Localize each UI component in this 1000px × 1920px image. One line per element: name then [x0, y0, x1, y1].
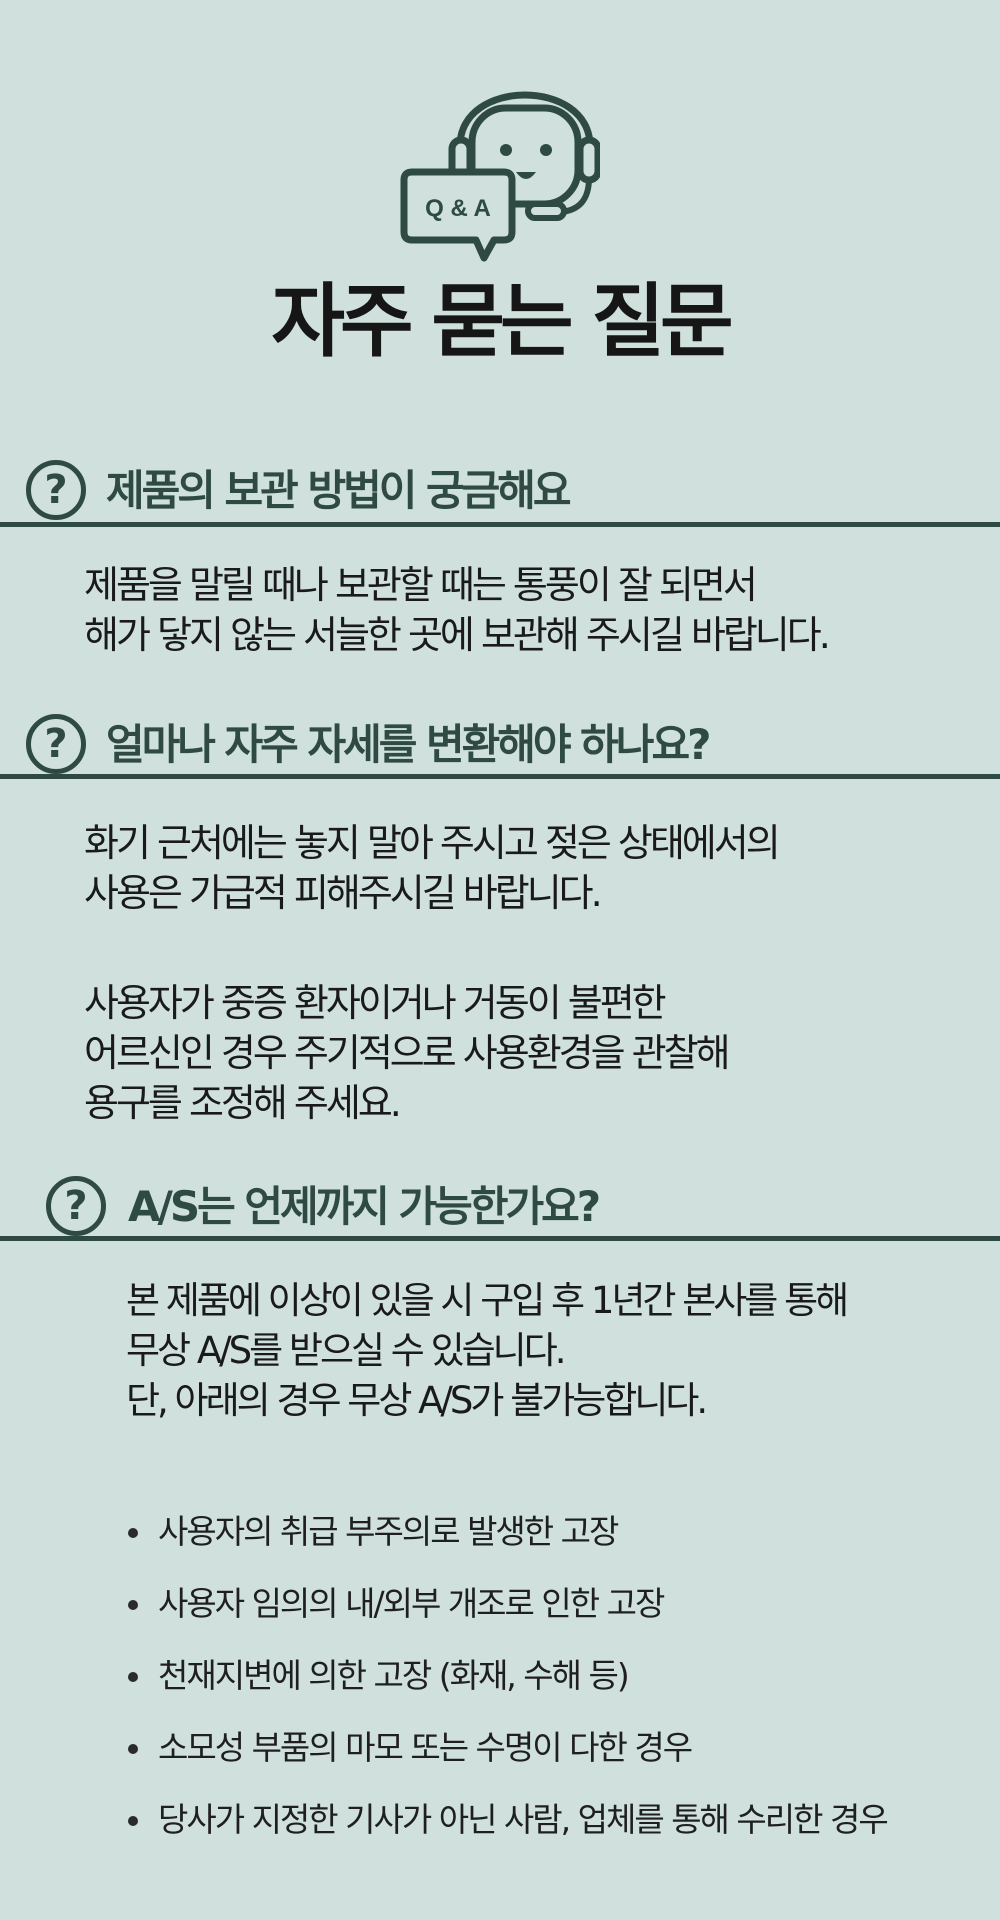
answer-line: 본 제품에 이상이 있을 시 구입 후 1년간 본사를 통해 — [126, 1279, 849, 1322]
question-mark-icon: ? — [46, 1176, 106, 1236]
bullet-icon — [128, 1600, 138, 1610]
faq-answer: 제품을 말릴 때나 보관할 때는 통풍이 잘 되면서 해가 닿지 않는 서늘한 … — [84, 560, 831, 660]
faq-question: 얼마나 자주 자세를 변환해야 하나요? — [106, 720, 711, 769]
question-mark-icon: ? — [26, 714, 86, 774]
list-item: 소모성 부품의 마모 또는 수명이 다한 경우 — [128, 1726, 887, 1798]
bullet-icon — [128, 1528, 138, 1538]
faq-question-row: ? A/S는 언제까지 가능한가요? — [0, 1176, 1000, 1241]
list-item-text: 당사가 지정한 기사가 아닌 사람, 업체를 통해 수리한 경우 — [158, 1800, 889, 1839]
qa-bubble-label: Q & A — [425, 195, 491, 222]
divider — [0, 774, 1000, 779]
question-mark-icon: ? — [26, 460, 86, 520]
answer-line: 어르신인 경우 주기적으로 사용환경을 관찰해 — [84, 1031, 731, 1075]
list-item-text: 사용자 임의의 내/외부 개조로 인한 고장 — [158, 1584, 665, 1623]
faq-answer: 화기 근처에는 놓지 말아 주시고 젖은 상태에서의 사용은 가급적 피해주시길… — [84, 818, 781, 1128]
faq-question: 제품의 보관 방법이 궁금해요 — [106, 466, 572, 515]
faq-question-row: ? 얼마나 자주 자세를 변환해야 하나요? — [0, 714, 1000, 779]
divider — [0, 522, 1000, 527]
faq-question: A/S는 언제까지 가능한가요? — [128, 1182, 601, 1231]
answer-line: 용구를 조정해 주세요. — [84, 1081, 402, 1125]
list-item: 천재지변에 의한 고장 (화재, 수해 등) — [128, 1654, 887, 1726]
faq-question-row: ? 제품의 보관 방법이 궁금해요 — [0, 460, 1000, 527]
list-item: 당사가 지정한 기사가 아닌 사람, 업체를 통해 수리한 경우 — [128, 1798, 889, 1870]
answer-line: 사용자가 중증 환자이거나 거동이 불편한 — [84, 981, 667, 1025]
bullet-icon — [128, 1816, 138, 1826]
page-title: 자주 묻는 질문 — [271, 275, 733, 368]
qa-support-icon: Q & A — [400, 91, 600, 262]
answer-line: 단, 아래의 경우 무상 A/S가 불가능합니다. — [126, 1379, 708, 1422]
answer-line: 제품을 말릴 때나 보관할 때는 통풍이 잘 되면서 — [84, 563, 758, 607]
list-item: 사용자 임의의 내/외부 개조로 인한 고장 — [128, 1582, 887, 1654]
answer-line: 무상 A/S를 받으실 수 있습니다. — [126, 1329, 567, 1372]
bullet-icon — [128, 1744, 138, 1754]
list-item-text: 천재지변에 의한 고장 (화재, 수해 등) — [158, 1656, 630, 1695]
list-item: 사용자의 취급 부주의로 발생한 고장 — [128, 1510, 887, 1582]
answer-line: 해가 닿지 않는 서늘한 곳에 보관해 주시길 바랍니다. — [84, 613, 831, 657]
faq-answer: 본 제품에 이상이 있을 시 구입 후 1년간 본사를 통해 무상 A/S를 받… — [126, 1276, 849, 1426]
list-item-text: 소모성 부품의 마모 또는 수명이 다한 경우 — [158, 1728, 693, 1767]
answer-line: 화기 근처에는 놓지 말아 주시고 젖은 상태에서의 — [84, 821, 781, 865]
bullet-icon — [128, 1672, 138, 1682]
list-item-text: 사용자의 취급 부주의로 발생한 고장 — [158, 1512, 619, 1551]
answer-line: 사용은 가급적 피해주시길 바랍니다. — [84, 871, 603, 915]
divider — [0, 1236, 1000, 1241]
exception-list: 사용자의 취급 부주의로 발생한 고장 사용자 임의의 내/외부 개조로 인한 … — [128, 1510, 889, 1870]
